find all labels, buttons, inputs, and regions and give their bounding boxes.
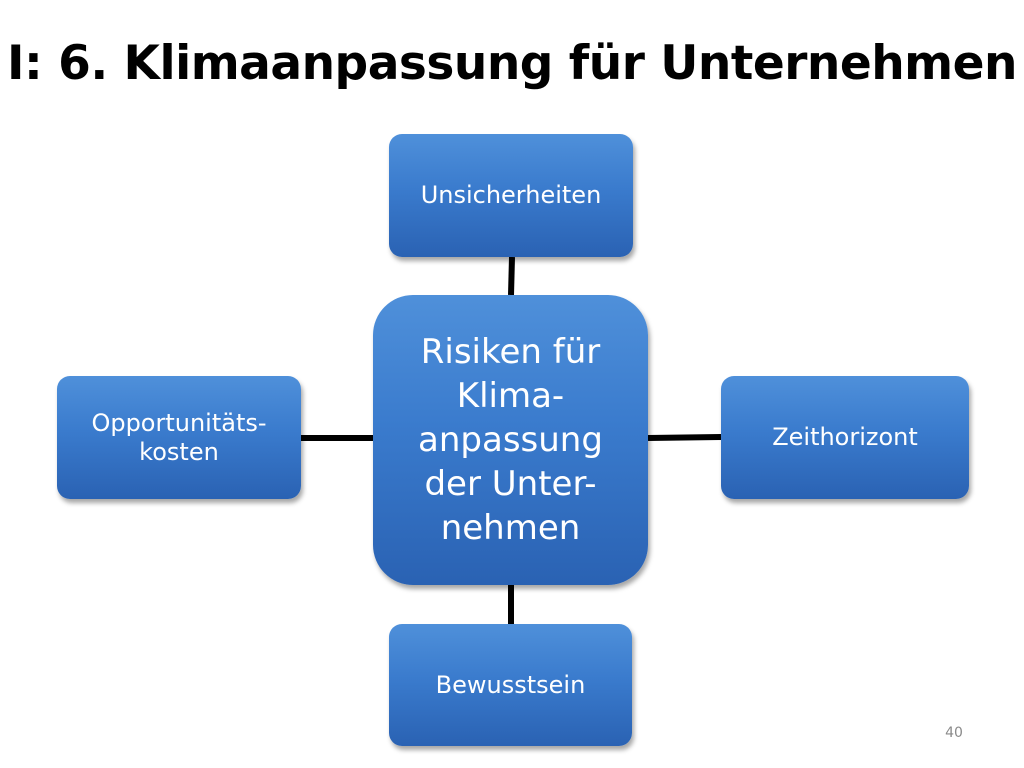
node-label-line: kosten (139, 437, 219, 466)
node-zeithorizont: Zeithorizont (721, 376, 969, 499)
center-label-line: der Unter- (424, 464, 597, 504)
slide-title: I: 6. Klimaanpassung für Unternehmen (6, 36, 1018, 91)
node-opportunitaetskosten: Opportunitäts- kosten (57, 376, 301, 499)
node-label-line: Opportunitäts- (91, 408, 267, 437)
center-label: Risiken für Klima- anpassung der Unter- … (418, 330, 603, 550)
node-label: Zeithorizont (772, 423, 918, 451)
center-label-line: anpassung (418, 420, 603, 460)
center-label-line: Risiken für (420, 332, 601, 372)
center-label-line: Klima- (456, 376, 565, 416)
connector-right (647, 434, 722, 441)
page-number: 40 (945, 725, 963, 741)
node-label: Unsicherheiten (420, 181, 602, 209)
node-label: Opportunitäts- kosten (91, 409, 266, 467)
node-label: Bewusstsein (435, 670, 586, 699)
connector-top (508, 256, 515, 296)
center-label-line: nehmen (440, 508, 581, 548)
node-center-risiken: Risiken für Klima- anpassung der Unter- … (373, 295, 648, 585)
node-unsicherheiten: Unsicherheiten (389, 134, 633, 257)
node-bewusstsein: Bewusstsein (389, 624, 632, 746)
